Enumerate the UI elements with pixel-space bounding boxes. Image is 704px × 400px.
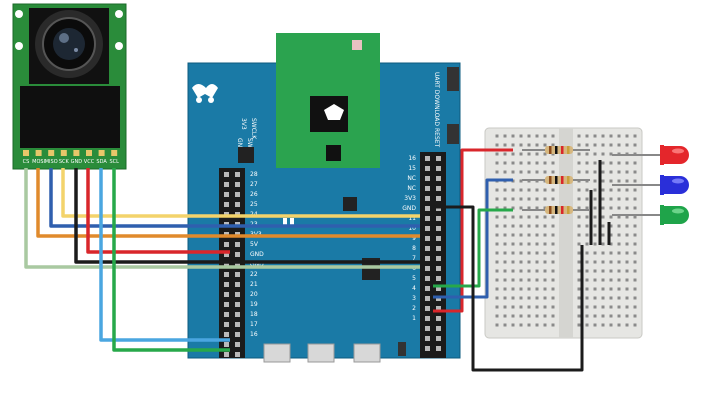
left-pin-label: 25: [250, 201, 258, 208]
right-pin-label: 2: [412, 305, 416, 312]
right-pin-label: 4: [412, 285, 416, 292]
green-led-icon: [612, 205, 689, 225]
switch-mid-label: RESET: [433, 128, 440, 148]
reset-button: [447, 124, 459, 144]
silk-swclk: SWCLK: [250, 118, 257, 140]
right-pin-label: 5: [412, 275, 416, 282]
left-pin-label: 26: [250, 191, 258, 198]
breadboard: [484, 127, 643, 339]
right-pin-label: 1: [412, 315, 416, 322]
dev-board: UART DOWNLOAD RESET 3V3 SWCLK GND SWDIO …: [187, 33, 461, 363]
camera-pin-vcc: VCC: [84, 159, 95, 165]
resistor: [545, 206, 573, 214]
camera-pin-sda: SDA: [96, 159, 107, 165]
camera-pin-sck: SCK: [59, 159, 70, 165]
usb-connectors: [263, 342, 406, 363]
left-pin-label: 20: [250, 291, 258, 298]
resistor: [545, 146, 573, 154]
right-pin-label: 15: [408, 165, 416, 172]
left-pin-label: 22: [250, 271, 258, 278]
left-pin-label: 17: [250, 321, 258, 328]
camera-pin-mosi: MOSI: [32, 159, 45, 165]
left-pin-label: 18: [250, 311, 258, 318]
wire-green-led: [433, 208, 513, 288]
wire-green-scl: [112, 168, 230, 352]
breadboard-wires: [433, 148, 611, 372]
right-pin-label: NC: [407, 185, 416, 192]
camera-pin-miso: MISO: [45, 159, 58, 165]
right-pin-label: 10: [408, 225, 416, 232]
blue-led-icon: [612, 175, 689, 195]
right-pin-label: 3V3: [404, 195, 416, 202]
right-pin-label: GND: [402, 205, 416, 212]
resistors: [522, 146, 590, 214]
right-pin-label: 7: [412, 255, 416, 262]
silk-3v3: 3V3: [240, 118, 247, 130]
left-pin-label: 21: [250, 281, 258, 288]
switch-top-label: UART DOWNLOAD: [433, 72, 440, 126]
wire-black-gnd: [74, 168, 420, 264]
left-pin-label: 16: [250, 331, 258, 338]
camera-pin-scl: SCL: [109, 159, 119, 165]
camera-wires: [24, 168, 420, 352]
right-pin-label: 3: [412, 295, 416, 302]
resistor: [545, 176, 573, 184]
left-pin-label: 28: [250, 171, 258, 178]
wire-blue-miso: [49, 168, 420, 228]
wire-black-gnd-bb: [433, 205, 584, 372]
wire-sage-cs: [24, 168, 420, 269]
left-pin-label: 19: [250, 301, 258, 308]
left-pin-label: 27: [250, 181, 258, 188]
wire-red-led: [433, 148, 513, 313]
wire-orange-mosi: [36, 168, 420, 238]
download-switch: [447, 67, 459, 91]
right-pin-label: 16: [408, 155, 416, 162]
left-pin-label: GND: [250, 261, 264, 268]
silk-gnd: GND: [236, 138, 243, 152]
right-pin-label: 11: [408, 215, 416, 222]
red-led-icon: [612, 145, 689, 165]
camera-pin-gnd: GND: [71, 159, 83, 165]
left-pin-label: 5V: [250, 241, 259, 248]
right-pin-label: NC: [407, 175, 416, 182]
camera-pin-cs: CS: [23, 159, 30, 165]
leds: [612, 145, 689, 225]
right-pin-label: 9: [412, 235, 416, 242]
wire-lightblue-sda: [99, 168, 230, 342]
wire-red-vcc: [86, 168, 230, 254]
wire-yellow-sck: [61, 168, 420, 218]
board-logo-icon: [192, 84, 218, 103]
right-pin-label: 8: [412, 245, 416, 252]
left-pin-label: GND: [250, 251, 264, 258]
right-header: [420, 152, 446, 358]
wire-blue-led: [433, 178, 513, 299]
camera-lens-icon: [35, 10, 103, 78]
breadboard-holes: [495, 134, 637, 327]
